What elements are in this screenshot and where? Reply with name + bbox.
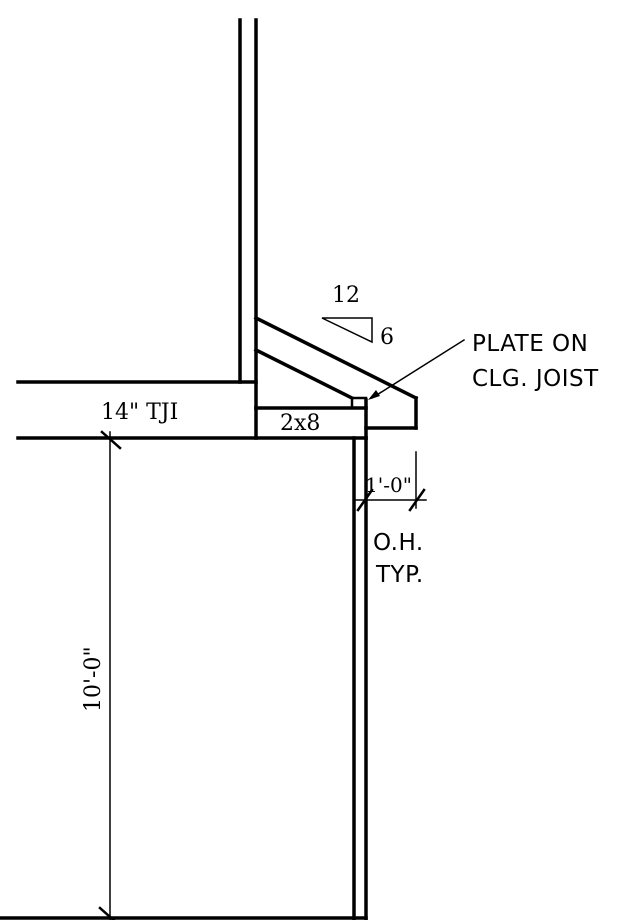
wall-height-label: 10'-0": [81, 646, 106, 712]
callout-leader: [370, 338, 466, 400]
joist-label: 14" TJI: [101, 400, 178, 425]
rim-label: 2x8: [280, 411, 320, 436]
rafter-bottom-line: [253, 347, 355, 401]
overhang-note-line-1: O.H.: [373, 530, 424, 556]
callout-line-2: CLG. JOIST: [472, 366, 599, 392]
slope-run-label: 12: [332, 283, 360, 308]
callout-line-1: PLATE ON: [472, 331, 588, 357]
callout-arrowhead: [368, 390, 380, 400]
slope-triangle: [321, 317, 373, 344]
overhang-tick-right: [408, 488, 426, 512]
height-tick-top: [100, 430, 122, 450]
height-tick-bottom: [98, 906, 116, 920]
overhang-dimension-label: 1'-0": [365, 473, 412, 497]
overhang-tick-left: [356, 488, 374, 512]
top-plate: [350, 396, 368, 410]
roof-top-line: [253, 315, 419, 401]
overhang-note-line-2: TYP.: [375, 562, 424, 588]
slope-rise-label: 6: [380, 325, 394, 350]
